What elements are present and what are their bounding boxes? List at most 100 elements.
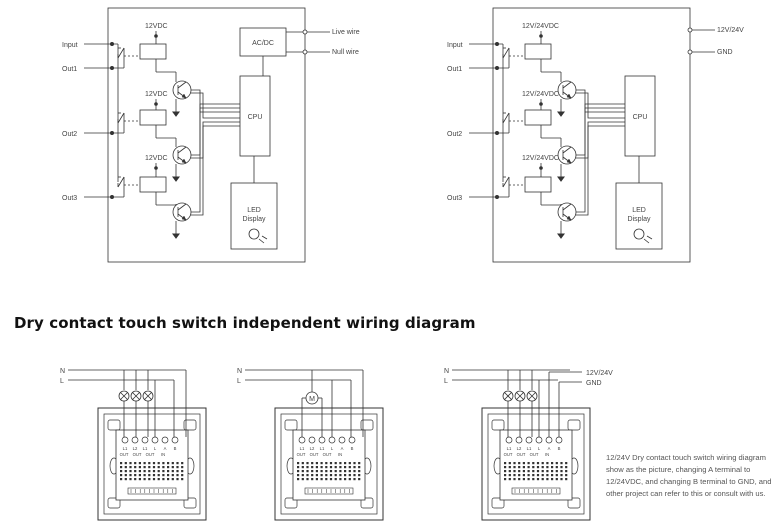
pcb-pin: [513, 474, 516, 477]
pcb-pin: [551, 478, 554, 481]
pcb-pin: [536, 474, 540, 477]
terminal-function-label: OUT: [146, 452, 155, 457]
pcb-pin: [532, 478, 535, 481]
output-label: Out2: [62, 131, 77, 138]
transistor: [172, 80, 192, 100]
led-label: LED: [247, 207, 261, 214]
pcb-pin: [532, 462, 535, 465]
mounting-tab: [567, 419, 581, 431]
relay-contact: [117, 47, 125, 59]
neutral-label: N: [444, 368, 449, 375]
pcb-pin: [301, 474, 304, 477]
pcb-pin: [124, 478, 127, 481]
pcb-pin: [508, 470, 511, 473]
terminal-label: L1: [320, 446, 325, 451]
pcb-pin: [120, 474, 123, 477]
pcb-pin: [555, 466, 558, 469]
terminal-dot: [494, 66, 499, 71]
cpu-signal-wire: [191, 125, 240, 216]
pcb-pin: [320, 462, 323, 465]
pcb-pin: [134, 462, 137, 465]
pcb-pin: [315, 478, 318, 481]
live-label: L: [60, 378, 64, 385]
terminal-circle: [687, 27, 693, 33]
pcb-pin: [148, 478, 151, 481]
pcb-pin: [315, 474, 318, 477]
pcb-pin: [527, 474, 530, 477]
coil-voltage-label: 12VDC: [145, 155, 168, 162]
pcb-pin: [546, 474, 549, 477]
relay-coil: [524, 176, 552, 193]
terminal-label: L: [331, 446, 334, 451]
relay-contact: [117, 176, 125, 188]
pcb-pin: [157, 466, 160, 469]
mounting-tab: [360, 419, 374, 431]
terminal-label: L2: [517, 446, 522, 451]
led-label: Display: [628, 216, 651, 223]
pcb-pin: [152, 462, 156, 465]
pcb-pin: [138, 474, 141, 477]
output-label: Out3: [62, 195, 77, 202]
live-wire-label: Live wire: [332, 29, 360, 36]
cpu-signal-wire: [191, 103, 240, 213]
pcb-pin: [162, 478, 165, 481]
emitter-arrow: [566, 158, 572, 164]
mounting-tab: [567, 497, 581, 509]
pcb-pin: [541, 466, 544, 469]
emitter-arrow: [566, 93, 572, 99]
relay-coil: [524, 109, 552, 126]
pcb-pin: [536, 470, 540, 473]
terminal-function-label: OUT: [323, 452, 332, 457]
terminal-label: A: [548, 446, 551, 451]
pcb-pin: [176, 466, 179, 469]
pcb-pin: [134, 466, 137, 469]
pcb-pin: [129, 474, 132, 477]
terminal-label: L1: [507, 446, 512, 451]
terminal-circle: [302, 29, 308, 35]
pcb-pin: [124, 470, 127, 473]
pcb-pin: [297, 462, 300, 465]
pcb-pin: [518, 466, 521, 469]
pcb-pin: [527, 466, 530, 469]
pcb-pin: [546, 466, 549, 469]
pcb-pin: [546, 478, 549, 481]
pcb-pin: [311, 470, 314, 473]
pcb-pin: [329, 478, 333, 481]
led-label: LED: [632, 207, 646, 214]
input-label: Input: [447, 42, 463, 49]
connector-header: [511, 487, 561, 495]
terminal-dot: [110, 42, 115, 47]
pcb-pin: [325, 478, 328, 481]
pcb-pin: [348, 470, 351, 473]
transistor-collector: [562, 81, 572, 89]
mounting-tab: [107, 497, 121, 509]
pcb-pin: [513, 470, 516, 473]
pcb-pin: [311, 474, 314, 477]
output-label: Out1: [447, 66, 462, 73]
pcb-pin: [522, 470, 525, 473]
pcb-pin: [334, 474, 337, 477]
pcb-pin: [541, 462, 544, 465]
pcb-pin: [344, 466, 347, 469]
enclosure: [107, 7, 306, 263]
mounting-tab: [284, 419, 298, 431]
pcb-pin: [315, 462, 318, 465]
pcb-pin: [522, 474, 525, 477]
pcb-pin: [353, 470, 356, 473]
terminal-screw: [171, 436, 179, 444]
pcb-pin: [513, 466, 516, 469]
terminal-screw: [298, 436, 306, 444]
terminal-circle: [687, 49, 693, 55]
pcb-pin: [306, 466, 309, 469]
pcb-pin: [536, 478, 540, 481]
pcb-pin: [181, 462, 184, 465]
pcb-pin: [171, 462, 174, 465]
terminal-screw: [151, 436, 159, 444]
pcb-pin: [546, 470, 549, 473]
pcb-pin: [171, 466, 174, 469]
pcb-pin: [143, 466, 146, 469]
output-label: Out2: [447, 131, 462, 138]
pcb-pin: [120, 466, 123, 469]
terminal-label: B: [558, 446, 561, 451]
